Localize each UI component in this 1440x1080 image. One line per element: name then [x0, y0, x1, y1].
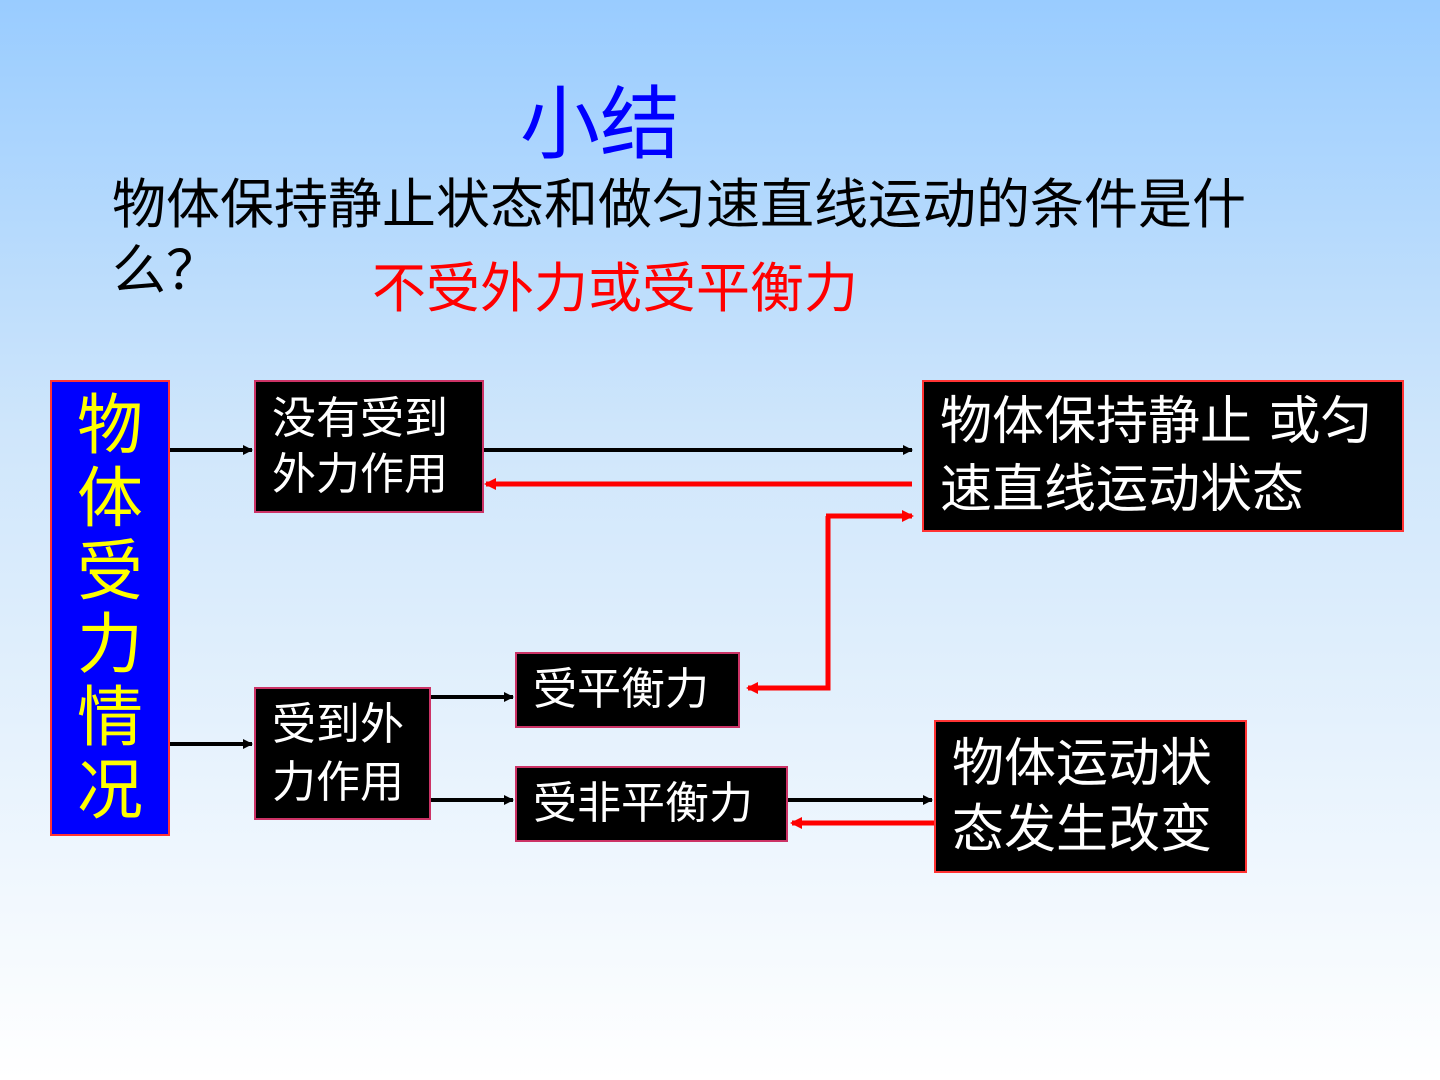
node-no-external-force: 没有受到外力作用 — [254, 380, 484, 513]
answer-text: 不受外力或受平衡力 — [372, 257, 858, 320]
question-text: 物体保持静止状态和做匀速直线运动的条件是什么？ — [112, 173, 1246, 302]
node-balanced-force: 受平衡力 — [515, 652, 740, 728]
node-static-or-uniform: 物体保持静止 或匀速直线运动状态 — [922, 380, 1404, 532]
node-static-or-uniform-label: 物体保持静止 或匀速直线运动状态 — [940, 392, 1373, 520]
node-force-situation: 物体受力情况 — [50, 380, 170, 836]
node-unbalanced-force-label: 受非平衡力 — [533, 778, 753, 829]
node-unbalanced-force: 受非平衡力 — [515, 766, 788, 842]
arrow-balanced-to-static — [746, 516, 831, 694]
slide-title: 小结 — [520, 78, 680, 171]
node-state-change-label: 物体运动状态发生改变 — [952, 733, 1213, 860]
node-external-force-label: 受到外力作用 — [272, 698, 404, 808]
node-balanced-force-label: 受平衡力 — [533, 664, 709, 715]
node-force-situation-label: 物体受力情况 — [77, 387, 143, 829]
node-state-change: 物体运动状态发生改变 — [934, 720, 1247, 873]
node-no-external-force-label: 没有受到外力作用 — [272, 392, 448, 500]
node-external-force: 受到外力作用 — [254, 687, 431, 820]
